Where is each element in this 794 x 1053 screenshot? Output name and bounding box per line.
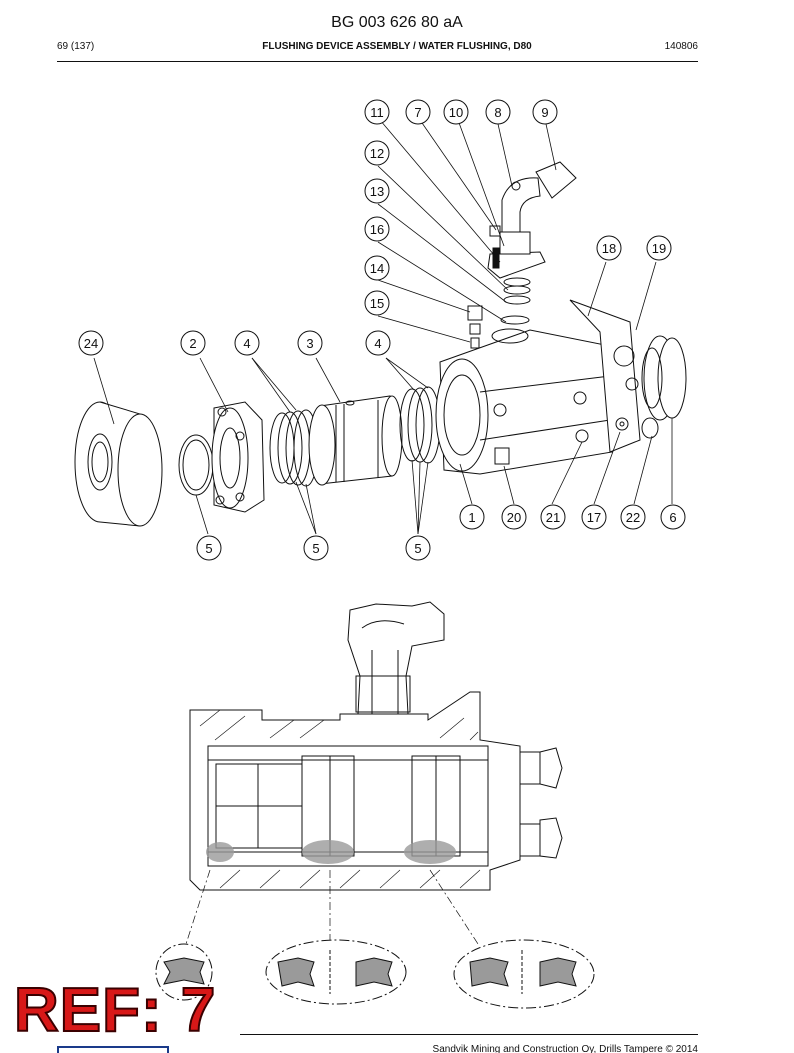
document-code: 140806: [664, 41, 698, 52]
exploded-view: [74, 161, 687, 527]
svg-text:11: 11: [370, 105, 384, 120]
callout: 2: [180, 330, 206, 356]
page-title: FLUSHING DEVICE ASSEMBLY / WATER FLUSHIN…: [262, 41, 532, 52]
part-seal-rings-right: [399, 386, 441, 464]
svg-text:7: 7: [414, 105, 421, 120]
leader-lines: [93, 119, 673, 535]
callout: 10: [443, 99, 469, 125]
header-divider: [57, 61, 698, 62]
svg-text:4: 4: [243, 336, 250, 351]
brand-logo: [57, 1046, 169, 1053]
svg-text:10: 10: [449, 105, 463, 120]
svg-text:1: 1: [468, 510, 475, 525]
svg-text:22: 22: [626, 510, 640, 525]
svg-text:4: 4: [374, 336, 381, 351]
svg-text:3: 3: [306, 336, 313, 351]
section-view: [185, 601, 563, 945]
callout: 13: [364, 178, 390, 204]
svg-text:5: 5: [414, 541, 421, 556]
callout: 14: [364, 255, 390, 281]
part-sleeve: [308, 395, 403, 486]
callout: 9: [532, 99, 558, 125]
callout: 4: [234, 330, 260, 356]
callout: 4: [365, 330, 391, 356]
svg-text:19: 19: [652, 241, 666, 256]
callout: 8: [485, 99, 511, 125]
part-union-nut: [641, 335, 687, 421]
part-flange: [211, 401, 265, 513]
svg-text:12: 12: [370, 146, 384, 161]
callout: 7: [405, 99, 431, 125]
svg-text:18: 18: [602, 241, 616, 256]
svg-text:13: 13: [370, 184, 384, 199]
callout: 5: [196, 535, 222, 561]
svg-text:20: 20: [507, 510, 521, 525]
callout: 20: [501, 504, 527, 530]
svg-text:16: 16: [370, 222, 384, 237]
svg-text:9: 9: [541, 105, 548, 120]
callout: 5: [303, 535, 329, 561]
page-number: 69 (137): [57, 41, 95, 52]
callout: 16: [364, 216, 390, 242]
part-plug: [615, 417, 659, 439]
callout: 15: [364, 290, 390, 316]
reference-stamp: REF: 7: [13, 976, 217, 1045]
svg-text:5: 5: [205, 541, 212, 556]
svg-text:24: 24: [84, 336, 98, 351]
callout: 3: [297, 330, 323, 356]
callout: 21: [540, 504, 566, 530]
svg-text:8: 8: [494, 105, 501, 120]
svg-text:21: 21: [546, 510, 560, 525]
callout: 17: [581, 504, 607, 530]
part-side-plate: [569, 299, 641, 453]
callout: 24: [78, 330, 104, 356]
callout: 11: [364, 99, 390, 125]
callout-bubbles: 11 7 10 8 9 12 13 16 14 15 18 19 24 2 4 …: [78, 99, 686, 561]
part-housing: [435, 328, 613, 475]
callout: 18: [596, 235, 622, 261]
part-o-ring-left: [178, 434, 214, 496]
callout: 19: [646, 235, 672, 261]
svg-text:5: 5: [312, 541, 319, 556]
part-end-cap: [74, 401, 163, 527]
svg-text:15: 15: [370, 296, 384, 311]
svg-text:2: 2: [189, 336, 196, 351]
document-id: BG 003 626 80 aA: [331, 14, 463, 31]
svg-text:17: 17: [587, 510, 601, 525]
callout: 1: [459, 504, 485, 530]
svg-text:6: 6: [669, 510, 676, 525]
callout: 12: [364, 140, 390, 166]
callout: 6: [660, 504, 686, 530]
footer-copyright: Sandvik Mining and Construction Oy, Dril…: [432, 1044, 698, 1053]
part-elbow-fitting: [487, 161, 577, 279]
footer-divider: [240, 1034, 698, 1035]
callout: 5: [405, 535, 431, 561]
seal-details: [155, 939, 595, 1009]
callout: 22: [620, 504, 646, 530]
svg-text:14: 14: [370, 261, 384, 276]
